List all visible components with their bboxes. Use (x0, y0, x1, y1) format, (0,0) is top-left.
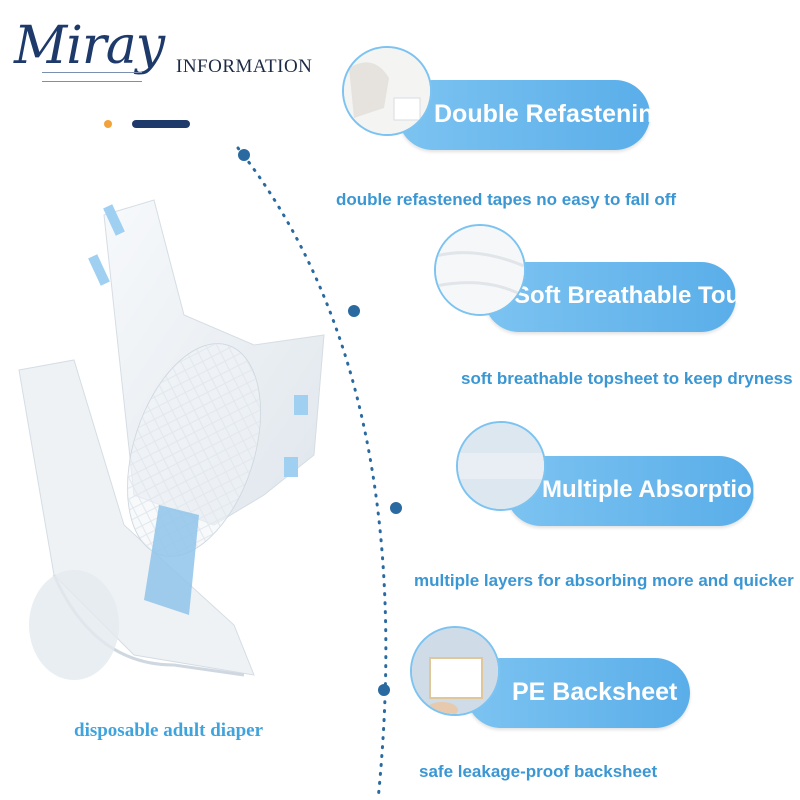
backsheet-photo-icon (410, 626, 500, 716)
feature-4-title: PE Backsheet (512, 678, 678, 706)
product-caption: disposable adult diaper (74, 720, 263, 741)
brand-logo: Miray (8, 8, 168, 98)
feature-3-description: multiple layers for absorbing more and q… (414, 571, 794, 590)
feature-1-description: double refastened tapes no easy to fall … (336, 190, 677, 209)
tape-photo-icon (342, 46, 432, 136)
feature-2-banner: Soft Breathable Touch (484, 262, 768, 332)
feature-1-banner: Double Refastening (398, 80, 669, 150)
page-title: INFORMATION (176, 56, 313, 77)
diaper-illustration (18, 199, 325, 680)
arc-node-2 (348, 305, 360, 317)
feature-2-title: Soft Breathable Touch (514, 282, 769, 309)
arc-node-1 (238, 149, 250, 161)
arc-node-3 (390, 502, 402, 514)
brand-name: Miray (14, 16, 165, 76)
topsheet-photo-icon (434, 224, 526, 316)
feature-3-banner: Multiple Absorption (506, 456, 766, 526)
feature-4-description: safe leakage-proof backsheet (419, 762, 658, 781)
feature-2-description: soft breathable topsheet to keep dryness (461, 369, 793, 388)
arc-node-4 (378, 684, 390, 696)
absorbent-layer-photo-icon (456, 421, 546, 511)
accent-dash (132, 120, 190, 128)
accent-dot (104, 120, 112, 128)
logo-underline (42, 72, 142, 82)
feature-3-title: Multiple Absorption (542, 476, 767, 503)
feature-4-banner: PE Backsheet (466, 658, 690, 728)
feature-1-title: Double Refastening (434, 100, 669, 128)
